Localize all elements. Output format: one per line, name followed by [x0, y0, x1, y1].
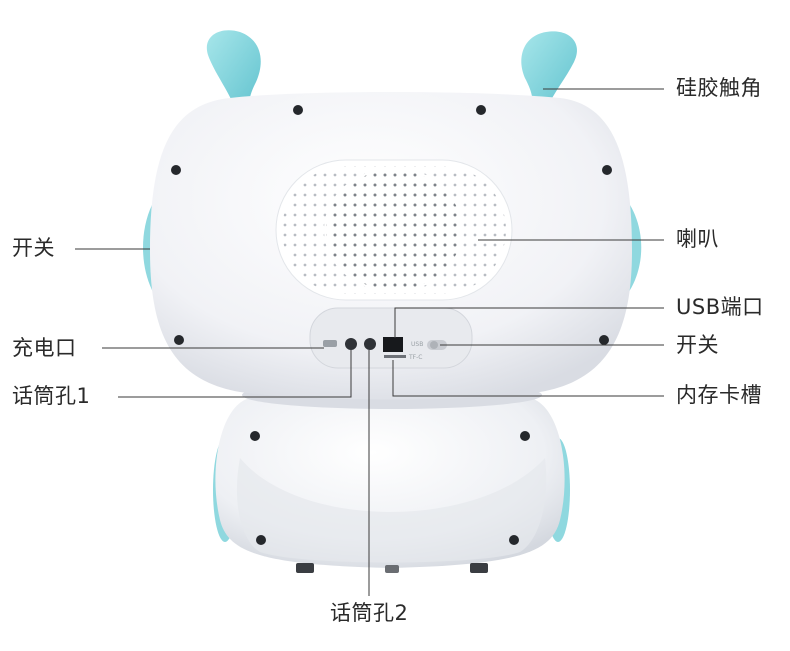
label-charge-port: 充电口 [12, 336, 77, 360]
usb-panel-text: USB [411, 341, 423, 348]
label-usb-port: USB端口 [676, 295, 764, 319]
speaker-grille [275, 159, 513, 301]
tf-panel-text: TF-C [408, 354, 422, 361]
leader-lines [75, 88, 664, 596]
label-speaker: 喇叭 [676, 227, 719, 251]
robot-body [213, 390, 570, 573]
label-mic-jack-2: 话筒孔2 [330, 601, 409, 625]
screws [171, 105, 612, 545]
label-switch-left: 开关 [12, 236, 55, 260]
label-switch-right: 开关 [676, 333, 719, 357]
label-antenna: 硅胶触角 [676, 76, 762, 100]
mic-jack-2-shape [364, 338, 376, 350]
port-panel: USB TF-C [309, 307, 473, 369]
label-memory-slot: 内存卡槽 [676, 383, 762, 407]
silicone-antennae [206, 30, 578, 110]
usb-port-shape [383, 337, 403, 352]
charge-port-shape [323, 340, 337, 347]
memory-slot-shape [384, 355, 406, 358]
mic-jack-1-shape [345, 338, 357, 350]
label-mic-jack-1: 话筒孔1 [12, 384, 91, 408]
